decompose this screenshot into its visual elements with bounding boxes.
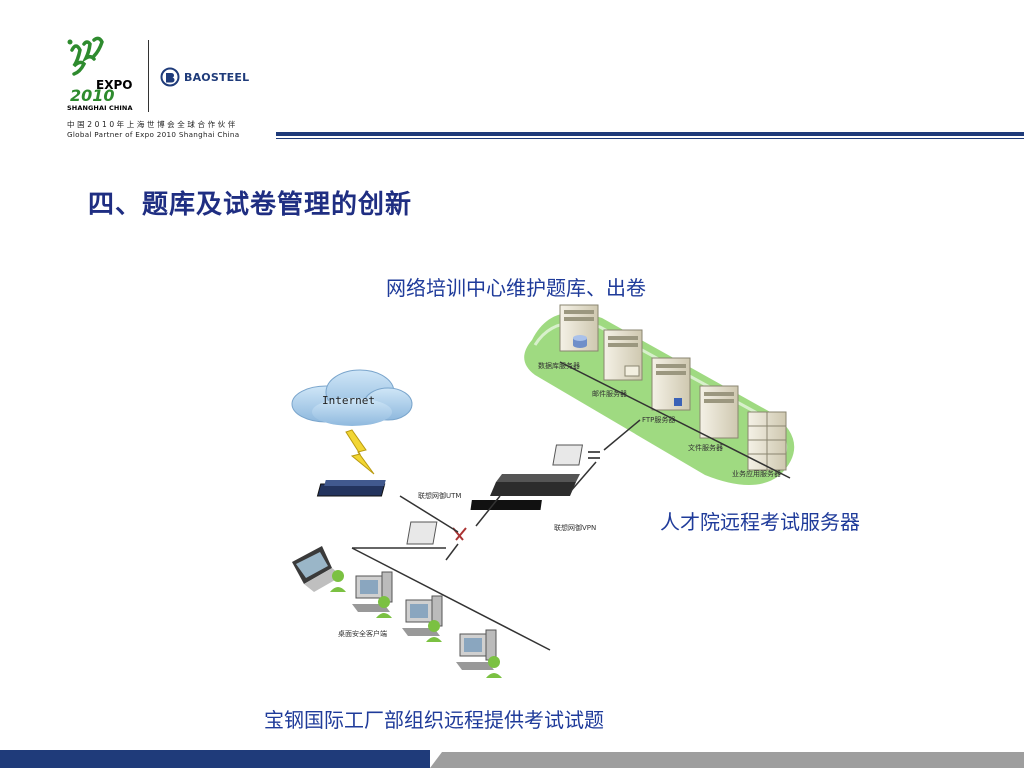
label-training-center: 网络培训中心维护题库、出卷 <box>386 276 646 300</box>
footer-bar-light <box>430 752 1024 768</box>
clients-label: 桌面安全客户端 <box>338 629 387 638</box>
header-rule-thick <box>276 132 1024 136</box>
internet-cloud: Internet <box>291 369 413 426</box>
server-mail: 邮件服务器 <box>592 329 643 398</box>
label-factory-exam: 宝钢国际工厂部组织远程提供考试试题 <box>264 708 604 732</box>
client-desktop-2: 桌面安全客户端 <box>338 595 443 642</box>
client-desktop-3 <box>456 629 502 678</box>
footer-bar-dark <box>0 750 430 768</box>
expo-2010-logo <box>67 36 104 76</box>
server-label-app: 业务应用服务器 <box>732 469 781 478</box>
expo-year: 2010 <box>70 86 115 105</box>
firewall-utm: 联想网御UTM <box>316 480 461 500</box>
expo-word: EXPO <box>96 78 133 92</box>
server-label-db: 数据库服务器 <box>538 361 580 370</box>
expo-city: SHANGHAI CHINA <box>67 104 133 112</box>
partner-text-en: Global Partner of Expo 2010 Shanghai Chi… <box>67 130 240 139</box>
server-label-file: 文件服务器 <box>688 443 723 452</box>
client-desktop-1 <box>352 571 393 618</box>
header-rule-thin <box>276 138 1024 139</box>
vpn-label: 联想网御VPN <box>554 523 596 532</box>
core-switch <box>406 521 467 545</box>
partner-text-cn: 中国2010年上海世博会全球合作伙伴 <box>67 120 238 129</box>
router-vpn: 联想网御VPN <box>470 474 596 532</box>
network-diagram: 数据库服务器 邮件服务器 FTP服务器 文件服务器 <box>291 304 795 678</box>
slide-title: 四、题库及试卷管理的创新 <box>88 190 413 220</box>
server-ftp: FTP服务器 <box>642 357 691 424</box>
baosteel-emblem-icon <box>160 67 180 87</box>
baosteel-wordmark: BAOSTEEL <box>184 70 250 84</box>
server-label-mail: 邮件服务器 <box>592 389 627 398</box>
zone-switch <box>552 419 641 466</box>
baosteel-logo: BAOSTEEL <box>160 66 249 88</box>
server-database: 数据库服务器 <box>538 304 599 370</box>
server-label-ftp: FTP服务器 <box>642 415 675 424</box>
logo-divider <box>148 40 149 112</box>
firewall-label: 联想网御UTM <box>418 491 461 500</box>
lightning-icon <box>345 429 375 475</box>
label-exam-server: 人才院远程考试服务器 <box>660 510 860 534</box>
cloud-label: Internet <box>322 394 375 407</box>
server-file: 文件服务器 <box>688 385 739 452</box>
client-laptop <box>292 546 346 592</box>
